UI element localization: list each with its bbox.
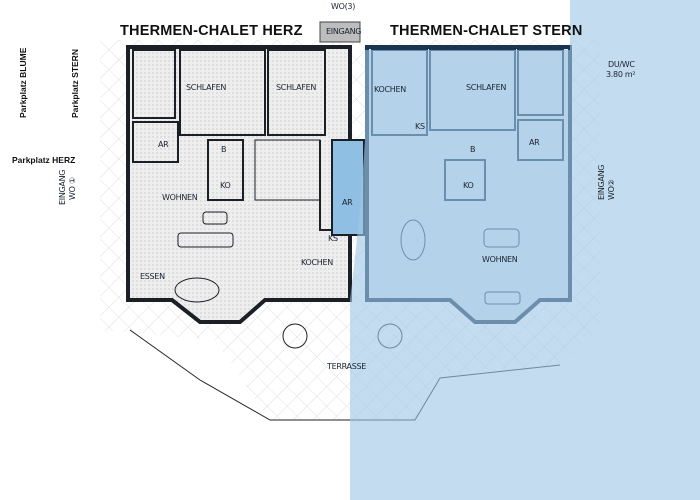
parking-blume: Parkplatz BLUME: [18, 47, 28, 118]
parking-herz: Parkplatz HERZ: [12, 155, 76, 165]
room-label: AR: [158, 140, 169, 149]
room-label: B: [470, 145, 476, 154]
top-entrance-label: EINGANG: [326, 27, 362, 36]
top-entrance-marker: WO(3): [331, 2, 356, 11]
right-entrance-label: EINGANG: [597, 164, 606, 200]
chalet-herz: [126, 45, 352, 324]
chalet-herz-title: THERMEN-CHALET HERZ: [120, 23, 303, 39]
left-entrance-label: EINGANG: [58, 169, 67, 205]
room-label: KS: [328, 234, 338, 243]
room-label: KOCHEN: [374, 85, 406, 94]
bath-area: 3.80 m²: [606, 70, 636, 79]
room-label: AR: [529, 138, 540, 147]
room-label: SCHLAFEN: [276, 83, 317, 92]
room-label: B: [221, 145, 227, 154]
room-label: KS: [415, 122, 425, 131]
terrace-label: TERRASSE: [327, 362, 367, 371]
room-label: ESSEN: [140, 272, 165, 281]
left-entrance-marker: WO ①: [68, 177, 77, 200]
room-label: AR: [342, 198, 353, 207]
parking-stern: Parkplatz STERN: [70, 49, 80, 118]
blue-overlay: [350, 0, 700, 500]
room-label: WOHNEN: [162, 193, 198, 202]
room-label: SCHLAFEN: [186, 83, 227, 92]
room-label: KOCHEN: [301, 258, 333, 267]
room-label: KO: [463, 181, 474, 190]
room-label: WOHNEN: [482, 255, 518, 264]
right-entrance-marker: WO②: [607, 179, 616, 200]
room-label: SCHLAFEN: [466, 83, 507, 92]
chalet-stern-title: THERMEN-CHALET STERN: [390, 23, 583, 39]
bath-label: DU/WC: [608, 60, 635, 69]
room-label: KO: [220, 181, 231, 190]
entrance-porch: [319, 21, 361, 43]
